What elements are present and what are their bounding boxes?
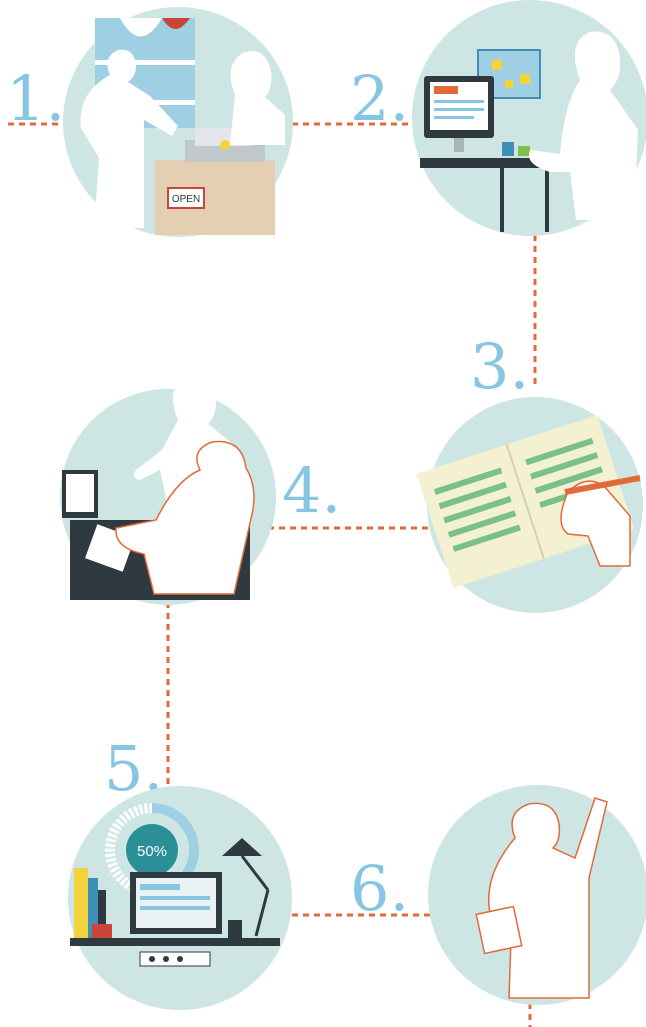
mug-icon: [502, 142, 514, 156]
step-4-number: 4.: [282, 454, 341, 527]
books-icon: [74, 868, 88, 940]
paper-icon: [476, 906, 521, 953]
step-2: 2.: [350, 0, 646, 236]
step-5: 5. 50%: [68, 732, 292, 1010]
step-3: 3.: [416, 330, 643, 613]
step-4: 4.: [60, 378, 341, 605]
mug-icon: [92, 924, 112, 938]
desk-surface: [70, 938, 280, 946]
step-1: 1. OPEN: [6, 7, 293, 237]
step-3-number: 3.: [470, 330, 529, 403]
step-6-number: 6.: [350, 852, 409, 925]
open-sign-label: OPEN: [172, 194, 200, 205]
step-2-number: 2.: [350, 62, 409, 135]
step-1-number: 1.: [6, 62, 65, 135]
step-6: 6.: [350, 785, 646, 1005]
pen-cup-icon: [228, 920, 242, 938]
progress-label: 50%: [137, 843, 167, 860]
